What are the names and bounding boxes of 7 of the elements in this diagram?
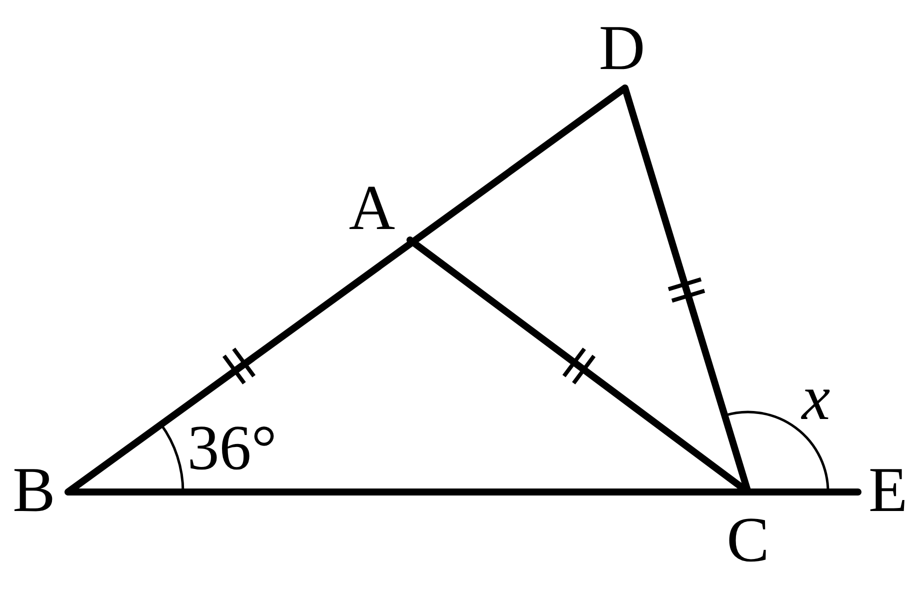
point-label: D: [598, 16, 646, 80]
point-label: C: [726, 508, 770, 572]
angle-label: 36°: [187, 416, 277, 480]
point-label: A: [348, 176, 396, 240]
angle-label: x: [802, 366, 830, 430]
point-label: E: [868, 458, 908, 522]
point-label: B: [12, 458, 56, 522]
